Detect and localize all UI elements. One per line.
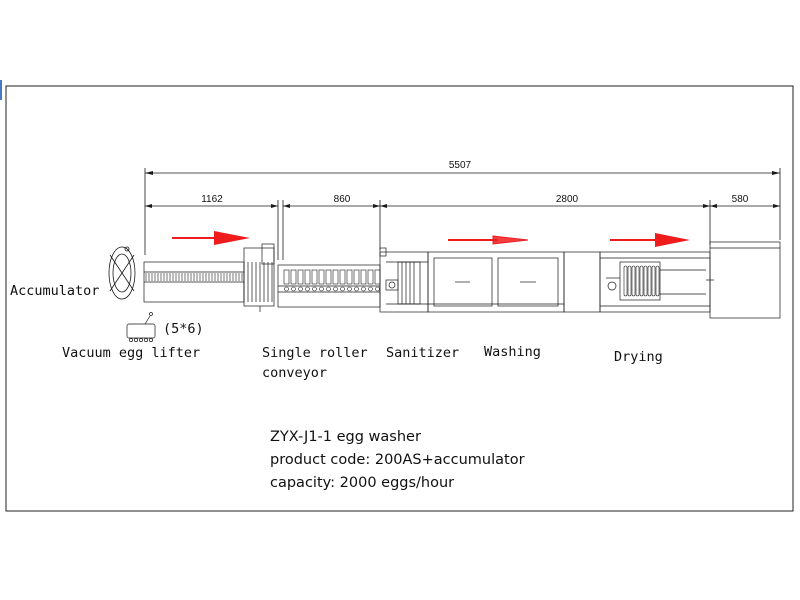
end-section-unit: [706, 241, 781, 319]
conveyor-roller: [360, 269, 367, 285]
conveyor-roller-end: [298, 286, 303, 292]
conveyor-roller-end: [333, 286, 338, 292]
conveyor-roller-end: [354, 286, 359, 292]
conveyor-rollers: [283, 269, 381, 292]
conveyor-roller: [367, 269, 374, 285]
label-sanitizer: Sanitizer: [386, 345, 459, 361]
machine-info: ZYX-J1-1 egg washer product code: 200AS+…: [270, 426, 525, 495]
conveyor-roller: [318, 269, 325, 285]
dim-total: 5507: [449, 160, 472, 171]
label-accumulator: Accumulator: [10, 283, 99, 299]
conveyor-roller-end: [326, 286, 331, 292]
conveyor-roller: [374, 269, 381, 285]
conveyor-roller-end: [340, 286, 345, 292]
dimension-arrowheads: [145, 171, 780, 208]
dryer-brush: [655, 265, 660, 297]
vacuum-egg-lifter: [143, 261, 245, 303]
drawing-frame: [5, 85, 794, 512]
conveyor-roller: [290, 269, 297, 285]
dim-end-section: 580: [732, 194, 749, 205]
flow-arrow-2: [448, 235, 529, 245]
suction-cups-icon: [126, 312, 156, 342]
conveyor-roller-end: [291, 286, 296, 292]
dim-vacuum-lifter: 1162: [201, 194, 223, 205]
model-name: ZYX-J1-1 egg washer: [270, 429, 421, 445]
dryer-brush: [627, 265, 632, 297]
single-roller-conveyor: [277, 264, 381, 308]
conveyor-roller: [283, 269, 290, 285]
accumulator-unit: [108, 246, 136, 300]
label-vacuum-egg-lifter: Vacuum egg lifter: [62, 345, 200, 361]
conveyor-roller-end: [319, 286, 324, 292]
dryer-brush: [651, 265, 656, 297]
capacity: capacity: 2000 eggs/hour: [270, 475, 455, 491]
label-suction-count: (5*6): [163, 321, 204, 337]
conveyor-roller-end: [305, 286, 310, 292]
dryer-brushes: [623, 265, 660, 297]
dim-roller-conveyor: 860: [334, 194, 351, 205]
lifter-head: [243, 243, 275, 312]
washing-unit: [427, 251, 565, 313]
conveyor-roller-end: [375, 286, 380, 292]
sanitizer-unit: [379, 247, 429, 313]
dimension-lines: [144, 168, 781, 260]
flow-arrow-1: [172, 231, 250, 245]
conveyor-roller-end: [368, 286, 373, 292]
dim-process-section: 2800: [556, 194, 579, 205]
flow-arrow-3: [610, 233, 690, 247]
label-roller-line2: conveyor: [262, 365, 327, 381]
drying-unit: [563, 251, 711, 313]
dryer-brush: [643, 265, 648, 297]
dryer-brush: [639, 265, 644, 297]
conveyor-roller: [346, 269, 353, 285]
conveyor-roller-end: [347, 286, 352, 292]
dryer-brush: [635, 265, 640, 297]
label-washing: Washing: [484, 344, 541, 360]
dryer-brush: [631, 265, 636, 297]
conveyor-roller: [332, 269, 339, 285]
label-drying: Drying: [614, 349, 663, 365]
conveyor-roller: [325, 269, 332, 285]
conveyor-roller: [339, 269, 346, 285]
lifter-rollers: [145, 273, 243, 281]
conveyor-roller: [353, 269, 360, 285]
conveyor-roller-end: [312, 286, 317, 292]
conveyor-roller: [311, 269, 318, 285]
dryer-brush: [647, 265, 652, 297]
product-code: product code: 200AS+accumulator: [270, 452, 525, 468]
dryer-brush: [623, 265, 628, 297]
conveyor-roller: [304, 269, 311, 285]
conveyor-roller-end: [284, 286, 289, 292]
label-roller-line1: Single roller: [262, 345, 368, 361]
conveyor-roller: [297, 269, 304, 285]
conveyor-roller-end: [361, 286, 366, 292]
